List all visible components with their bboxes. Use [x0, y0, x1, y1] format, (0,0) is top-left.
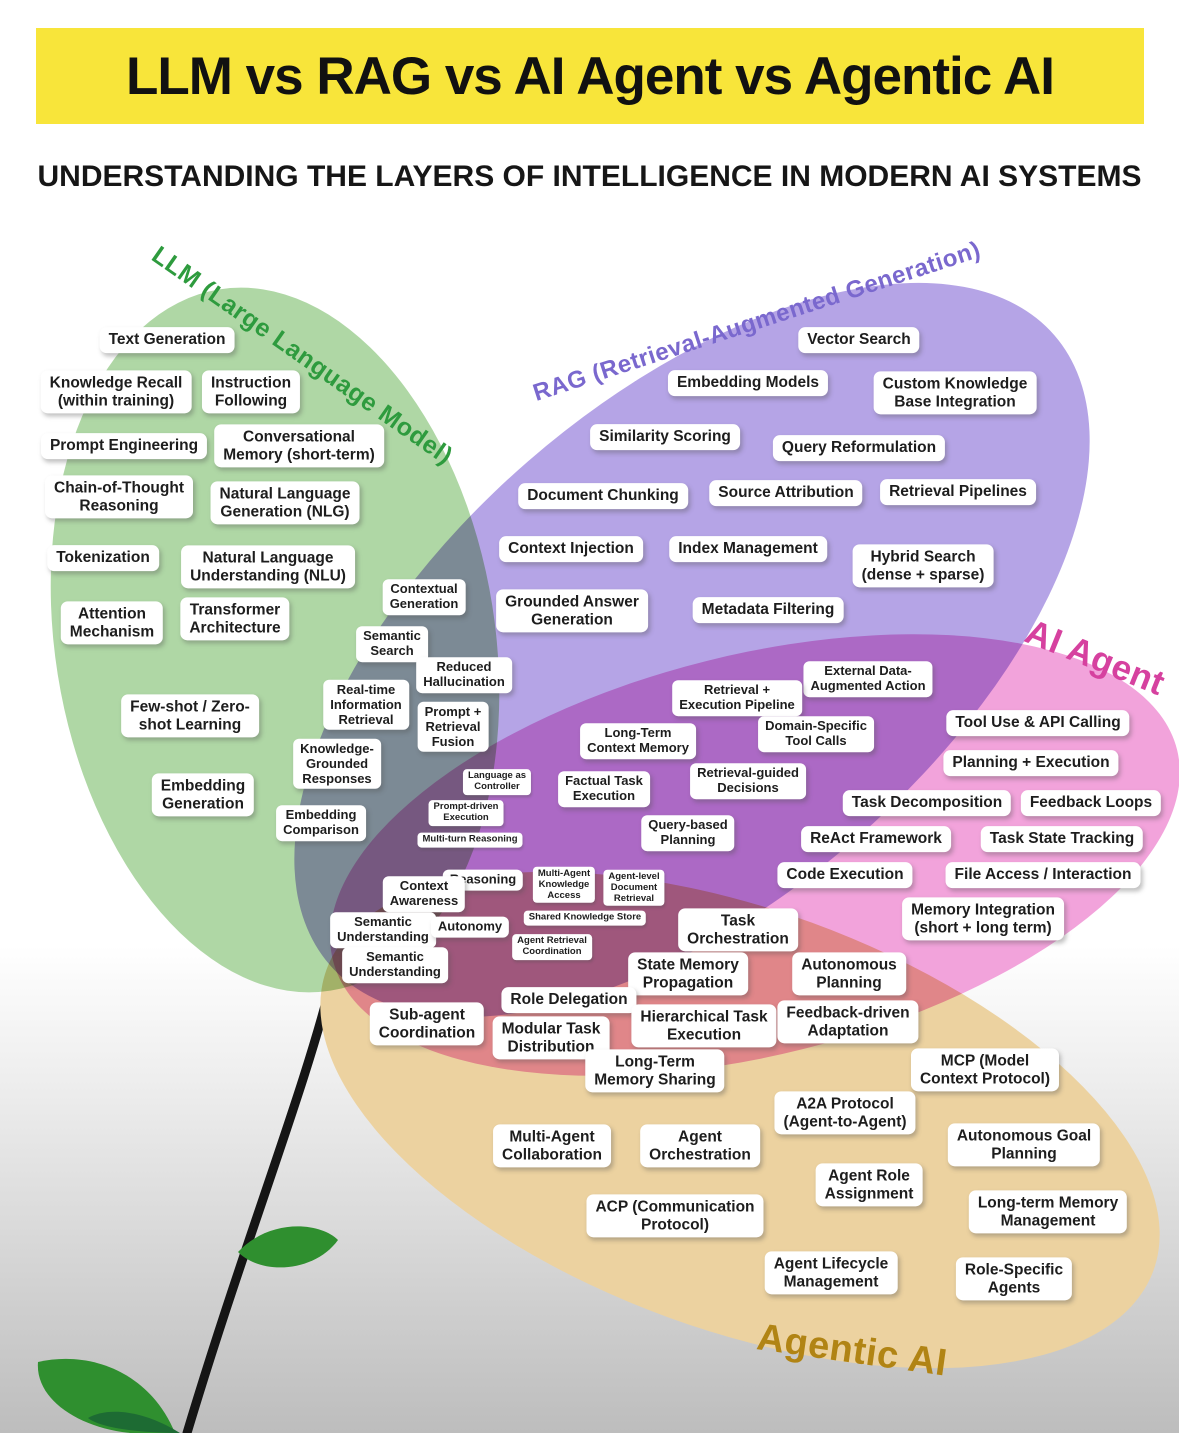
agent-item-label: Task Decomposition: [842, 790, 1012, 816]
agent-item-label: ReAct Framework: [801, 826, 951, 852]
core-overlap-item-label: Autonomous Planning: [792, 952, 906, 996]
llm-rag-overlap-item-label: Embedding Comparison: [276, 805, 366, 841]
agentic-item-label: A2A Protocol (Agent-to-Agent): [774, 1091, 916, 1135]
agentic-item-label: Agent Role Assignment: [815, 1163, 923, 1207]
rag-agent-overlap-item-label: Retrieval + Execution Pipeline: [672, 680, 802, 716]
leaf-icon: [88, 1411, 180, 1433]
rag-item-label: Similarity Scoring: [590, 424, 740, 450]
core-overlap-item-label: Sub-agent Coordination: [369, 1002, 485, 1046]
agent-item-label: Code Execution: [777, 862, 913, 888]
core-overlap-item-label: Semantic Understanding: [330, 912, 436, 948]
core-overlap-item-label: Feedback-driven Adaptation: [777, 1000, 919, 1044]
llm-item-label: Embedding Generation: [151, 773, 255, 817]
llm-item-label: Natural Language Generation (NLG): [210, 481, 360, 525]
stem-line: [182, 970, 338, 1433]
agentic-item-label: Autonomous Goal Planning: [947, 1123, 1101, 1167]
llm-item-label: Conversational Memory (short-term): [214, 424, 384, 468]
llm-rag-overlap-item-label: Prompt + Retrieval Fusion: [417, 701, 489, 753]
agentic-item-label: Agent Orchestration: [640, 1124, 760, 1168]
core-overlap-item-label: Agent Retrieval Coordination: [512, 934, 592, 960]
rag-item-label: Embedding Models: [667, 370, 829, 396]
page-subtitle: UNDERSTANDING THE LAYERS OF INTELLIGENCE…: [37, 160, 1142, 193]
rag-agent-overlap-item-label: External Data- Augmented Action: [803, 661, 933, 697]
llm-item-label: Prompt Engineering: [40, 433, 208, 459]
rag-item-label: Context Injection: [499, 536, 643, 562]
core-overlap-item-label: Hierarchical Task Execution: [631, 1004, 777, 1048]
rag-item-label: Metadata Filtering: [692, 597, 844, 623]
core-overlap-item-label: Multi-Agent Knowledge Access: [532, 866, 596, 904]
agent-item-label: Task State Tracking: [980, 826, 1144, 852]
rag-item-label: Source Attribution: [709, 480, 863, 506]
llm-item-label: Instruction Following: [201, 370, 301, 414]
core-overlap-item-label: Context Awareness: [382, 876, 466, 912]
page-title: LLM vs RAG vs AI Agent vs Agentic AI: [126, 46, 1055, 106]
title-banner: LLM vs RAG vs AI Agent vs Agentic AI: [36, 28, 1144, 124]
agentic-item-label: Agent Lifecycle Management: [764, 1251, 898, 1295]
llm-rag-overlap-item-label: Knowledge- Grounded Responses: [293, 738, 381, 790]
core-overlap-item-label: Task Orchestration: [678, 908, 798, 952]
core-overlap-item-label: Long-Term Memory Sharing: [585, 1049, 725, 1093]
rag-item-label: Query Reformulation: [772, 435, 946, 461]
core-overlap-item-label: Role Delegation: [501, 987, 637, 1013]
llm-rag-overlap-item-label: Reduced Hallucination: [416, 657, 512, 693]
llm-item-label: Knowledge Recall (within training): [40, 370, 192, 414]
agentic-item-label: MCP (Model Context Protocol): [910, 1048, 1060, 1092]
llm-rag-overlap-item-label: Multi-turn Reasoning: [417, 832, 523, 848]
rag-item-label: Index Management: [669, 536, 827, 562]
agent-item-label: Memory Integration (short + long term): [902, 897, 1064, 941]
rag-item-label: Custom Knowledge Base Integration: [873, 371, 1037, 415]
rag-agent-overlap-item-label: Factual Task Execution: [558, 771, 650, 807]
llm-rag-overlap-item-label: Semantic Search: [356, 626, 428, 662]
leaf-icon: [238, 1226, 338, 1268]
core-overlap-item-label: State Memory Propagation: [628, 952, 748, 996]
llm-rag-overlap-item-label: Prompt-driven Execution: [428, 800, 504, 826]
llm-item-label: Attention Mechanism: [60, 601, 164, 645]
core-overlap-item-label: Shared Knowledge Store: [523, 910, 647, 926]
rag-item-label: Grounded Answer Generation: [496, 589, 648, 633]
agent-item-label: Planning + Execution: [943, 750, 1119, 776]
llm-rag-overlap-item-label: Language as Controller: [462, 769, 532, 795]
agentic-item-label: Multi-Agent Collaboration: [493, 1124, 611, 1168]
rag-item-label: Document Chunking: [518, 483, 688, 509]
rag-agent-overlap-item-label: Query-based Planning: [641, 815, 735, 851]
llm-item-label: Transformer Architecture: [180, 597, 290, 641]
rag-item-label: Vector Search: [798, 327, 920, 353]
agentic-item-label: ACP (Communication Protocol): [586, 1194, 764, 1238]
llm-rag-overlap-item-label: Real-time Information Retrieval: [323, 679, 409, 731]
rag-agent-overlap-item-label: Long-Term Context Memory: [580, 723, 696, 759]
rag-agent-overlap-item-label: Domain-Specific Tool Calls: [758, 716, 874, 752]
core-overlap-item-label: Semantic Understanding: [342, 947, 448, 983]
rag-item-label: Retrieval Pipelines: [880, 479, 1036, 505]
rag-agent-overlap-item-label: Retrieval-guided Decisions: [690, 763, 806, 799]
llm-item-label: Text Generation: [99, 327, 235, 353]
agent-item-label: Feedback Loops: [1020, 790, 1162, 816]
llm-item-label: Few-shot / Zero- shot Learning: [121, 694, 259, 738]
agent-item-label: File Access / Interaction: [945, 862, 1141, 888]
agentic-item-label: Role-Specific Agents: [955, 1257, 1073, 1301]
llm-item-label: Chain-of-Thought Reasoning: [45, 475, 193, 519]
core-overlap-item-label: Autonomy: [430, 916, 510, 938]
llm-item-label: Natural Language Understanding (NLU): [181, 545, 355, 589]
llm-item-label: Tokenization: [47, 545, 159, 571]
core-overlap-item-label: Agent-level Document Retrieval: [603, 869, 665, 907]
leaf-icon: [37, 1358, 176, 1433]
llm-rag-overlap-item-label: Contextual Generation: [382, 579, 466, 615]
agentic-item-label: Long-term Memory Management: [968, 1190, 1128, 1234]
rag-item-label: Hybrid Search (dense + sparse): [852, 544, 994, 588]
agent-item-label: Tool Use & API Calling: [946, 710, 1130, 736]
